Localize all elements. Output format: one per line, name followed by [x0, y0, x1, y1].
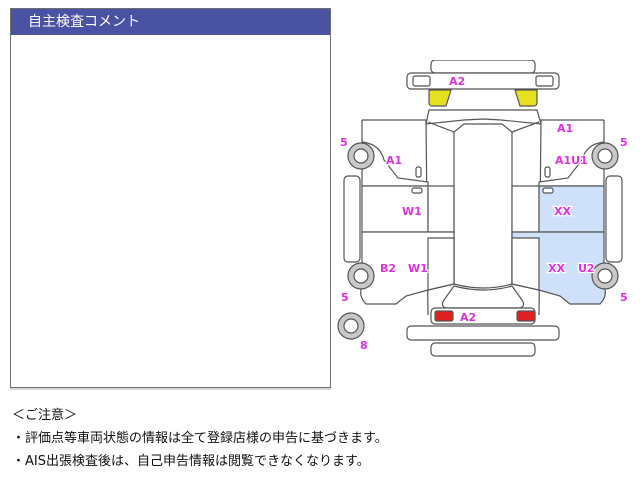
comment-panel-title: 自主検査コメント: [11, 9, 330, 35]
right-mirror-mark: [544, 166, 551, 178]
rear-lower-bumper: [406, 325, 560, 341]
car-diagram-svg: A2 A1 A1 A1U1 W1 XX B2 W1 XX U2 A2 5 5 5…: [337, 60, 629, 357]
left-door-handle: [411, 187, 423, 194]
label-left-rear-quarter: B2: [380, 262, 396, 275]
notes-line-2: ・AIS出張検査後は、自己申告情報は閲覧できなくなります。: [12, 454, 370, 469]
label-left-rear-door: W1: [408, 262, 428, 275]
front-grille: [430, 60, 536, 74]
label-right-front-door: XX: [554, 205, 571, 218]
tire-rear-right: [591, 262, 619, 290]
tire-front-left: [347, 142, 375, 170]
windshield-pillars: [427, 121, 540, 133]
trunk-lid: [441, 285, 525, 309]
label-rear-bumper: A2: [460, 311, 476, 324]
self-inspection-comment-panel: 自主検査コメント: [10, 8, 331, 388]
tire-rear-left: [347, 262, 375, 290]
right-front-door: [538, 185, 605, 233]
hood: [425, 109, 542, 125]
comment-panel-body: [11, 35, 330, 387]
front-left-headlight: [428, 89, 452, 107]
notes-line-1: ・評価点等車両状態の情報は全て登録店様の申告に基づきます。: [12, 431, 388, 446]
tire-number-front-right: 5: [620, 136, 628, 149]
label-right-front-fender-top: A1: [557, 122, 573, 135]
right-side-sill: [605, 175, 623, 263]
label-right-rear-door: XX: [548, 262, 565, 275]
notes-heading: ＜ご注意＞: [12, 408, 78, 423]
vehicle-condition-diagram: A2 A1 A1 A1U1 W1 XX B2 W1 XX U2 A2 5 5 5…: [336, 60, 640, 370]
tire-spare: [337, 312, 365, 340]
tire-number-spare: 8: [360, 339, 368, 352]
rear-right-taillight: [516, 310, 536, 322]
rear-left-taillight: [434, 310, 454, 322]
label-left-front-door: W1: [402, 205, 422, 218]
right-rear-window: [511, 237, 540, 291]
label-left-front-fender: A1: [386, 154, 402, 167]
tire-number-rear-left: 5: [341, 291, 349, 304]
rear-valance: [430, 342, 536, 357]
right-body-side: [538, 141, 605, 187]
left-front-door-inner: [427, 185, 455, 233]
label-front-bumper: A2: [449, 75, 465, 88]
notes-section: ＜ご注意＞ ・評価点等車両状態の情報は全て登録店様の申告に基づきます。 ・AIS…: [12, 404, 388, 473]
front-bumper: [406, 72, 560, 90]
left-side-sill: [343, 175, 361, 263]
front-right-headlight: [514, 89, 538, 107]
left-front-door: [361, 185, 429, 233]
cabin-roof: [453, 123, 513, 289]
tire-number-front-left: 5: [340, 136, 348, 149]
left-rear-window: [427, 237, 455, 291]
label-right-rear-quarter: U2: [578, 262, 595, 275]
right-door-handle: [542, 187, 554, 194]
tire-front-right: [591, 142, 619, 170]
tire-number-rear-right: 5: [620, 291, 628, 304]
right-front-door-inner: [511, 185, 540, 233]
front-bumper-right-slot: [535, 75, 554, 87]
label-right-front-fender: A1U1: [555, 154, 588, 167]
left-body-side: [361, 141, 429, 187]
front-bumper-left-slot: [412, 75, 431, 87]
left-mirror-mark: [415, 166, 422, 178]
